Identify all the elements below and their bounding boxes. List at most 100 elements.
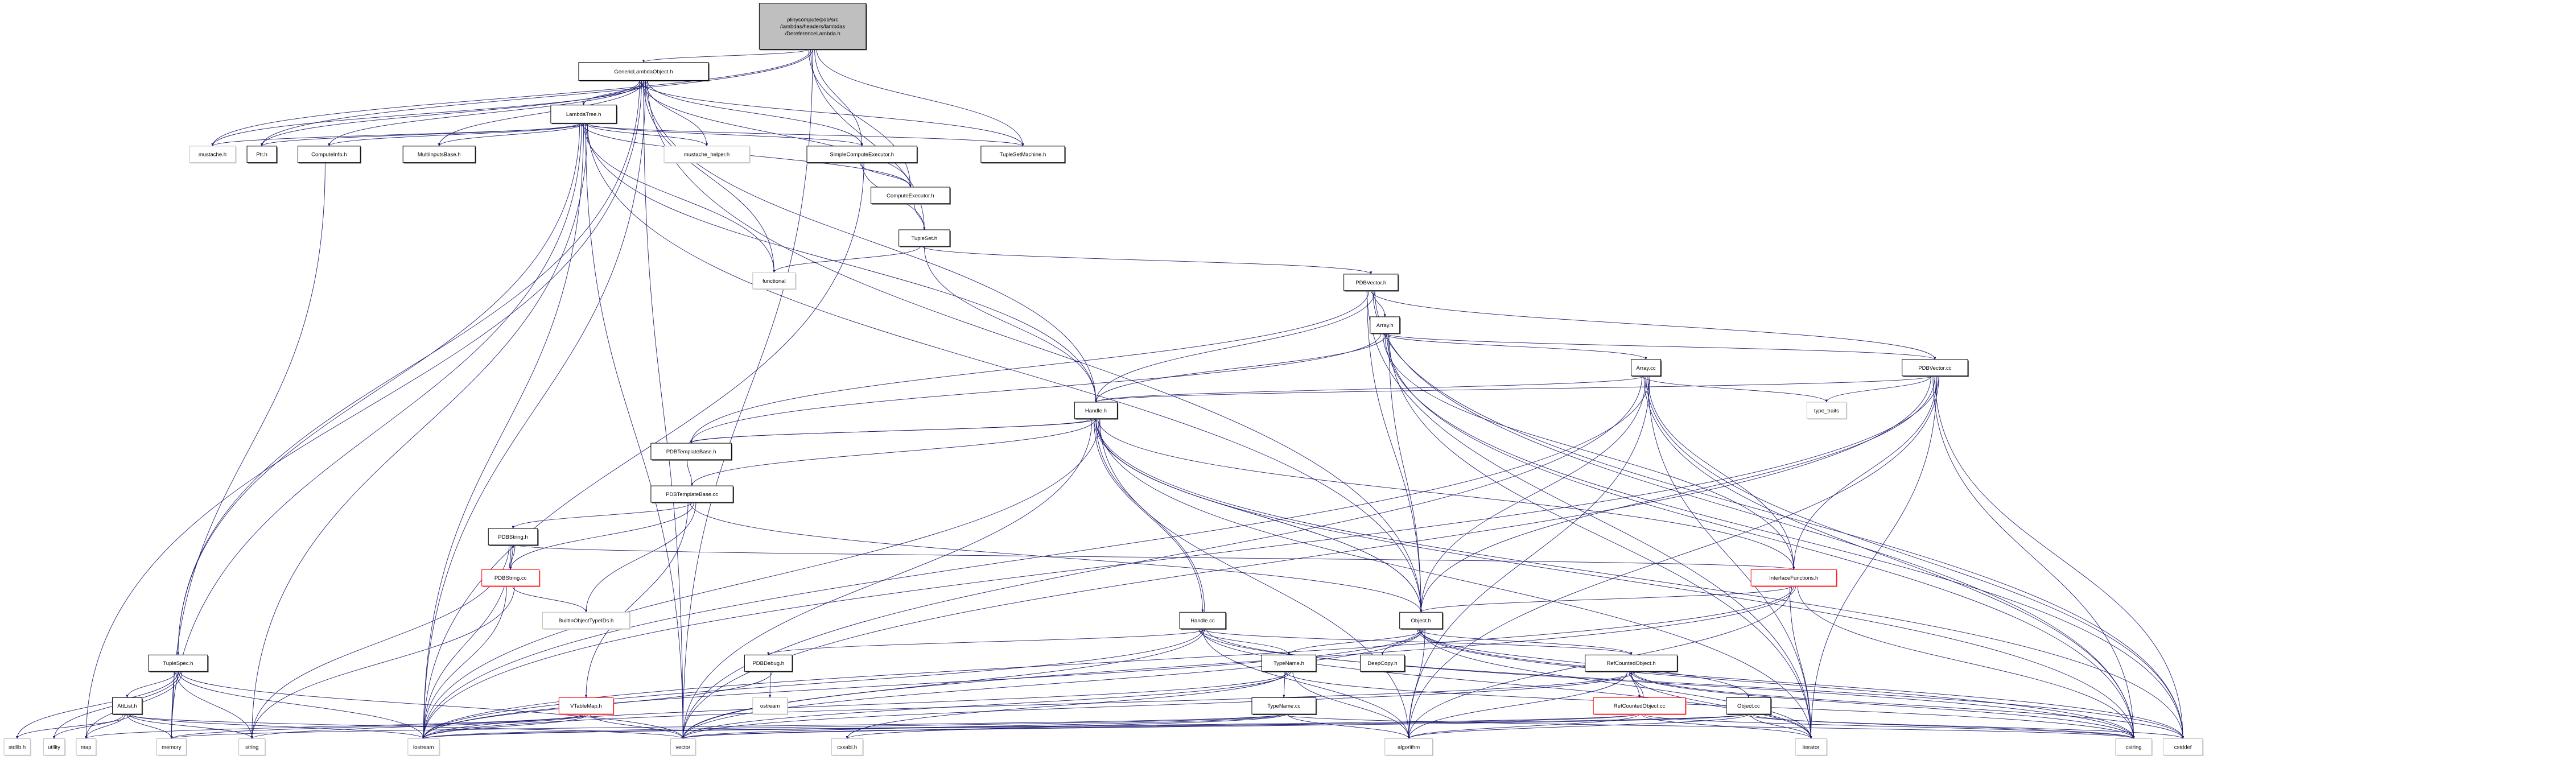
- node-label: TupleSetMachine.h: [1000, 152, 1046, 158]
- node-label: iterator: [1803, 744, 1820, 750]
- node-label: PDBVector.h: [1355, 280, 1386, 286]
- node-box: [1726, 697, 1771, 714]
- edge-lambdatree-to-multiinputsbase: [438, 123, 584, 147]
- node-handlecc[interactable]: Handle.cc: [1179, 612, 1227, 630]
- edge-handlecc-to-iterator: [1200, 629, 1812, 740]
- edge-genericlambdaobject-to-simplecomputeexecutor: [647, 80, 863, 147]
- node-objecth[interactable]: Object.h: [1399, 612, 1444, 630]
- edge-lambdatree-to-tuplespec: [176, 123, 580, 655]
- node-pdbstringcc[interactable]: PDBString.cc: [481, 569, 541, 587]
- node-box: [1806, 402, 1847, 419]
- node-box: [3, 738, 31, 755]
- node-genericlambdaobject[interactable]: GenericLambdaObject.h: [578, 62, 710, 82]
- edge-arraycc-to-cstring: [1643, 375, 2135, 740]
- node-arrayh[interactable]: Array.h: [1370, 316, 1401, 334]
- edge-pdbvectorcc-to-algorithm: [1407, 375, 1939, 740]
- edge-computeinfo-to-memory: [170, 162, 325, 740]
- node-refcountedobjectcc[interactable]: RefCountedObject.cc: [1593, 697, 1687, 715]
- node-box: [1902, 359, 1968, 377]
- node-mustache: mustache.h: [189, 146, 237, 164]
- node-label: SimpleComputeExecutor.h: [830, 152, 894, 158]
- edge-objectcc-to-cstddef: [1744, 713, 2185, 740]
- node-tupleset[interactable]: TupleSet.h: [898, 229, 951, 247]
- node-objectcc[interactable]: Object.cc: [1726, 697, 1772, 715]
- node-computeinfo[interactable]: ComputeInfo.h: [298, 146, 361, 164]
- node-multiinputsbase[interactable]: MultiInputsBase.h: [402, 146, 476, 164]
- node-root[interactable]: plinycompute/pdb/src/lambdas/headers/lam…: [759, 3, 867, 51]
- node-interfacefunctions[interactable]: InterfaceFunctions.h: [1750, 569, 1837, 587]
- node-pdbdebug[interactable]: PDBDebug.h: [744, 654, 793, 672]
- edge-arraycc-to-iostream: [422, 375, 1650, 740]
- node-tuplesetmachine[interactable]: TupleSetMachine.h: [980, 146, 1066, 164]
- node-typenameh[interactable]: TypeName.h: [1261, 654, 1317, 672]
- node-lambdatree[interactable]: LambdaTree.h: [550, 105, 618, 125]
- node-box: [148, 654, 208, 672]
- edge-genericlambdaobject-to-handleh: [645, 80, 1097, 403]
- edge-pdbtemplatebaseh-to-pdbtemplatebasecc: [687, 459, 694, 486]
- edge-pdbvectorh-to-arrayh: [1373, 290, 1386, 317]
- node-label: BuiltInObjectTypeIDs.h: [559, 618, 614, 624]
- edge-attlist-to-map: [85, 714, 126, 740]
- node-box: [1593, 697, 1686, 714]
- edge-typenameh-to-cxxabi: [846, 671, 1287, 740]
- edge-objecth-to-cstring: [1416, 629, 2135, 740]
- node-box: [759, 3, 867, 50]
- edge-lambdatree-to-memory: [170, 123, 582, 740]
- node-ptr[interactable]: Ptr.h: [246, 146, 278, 164]
- node-box: [488, 528, 538, 546]
- edge-pdbvectorh-to-pdbtemplatebaseh: [690, 290, 1370, 444]
- edge-vtablemap-to-map: [85, 713, 584, 740]
- edge-genericlambdaobject-to-computeinfo: [328, 80, 642, 147]
- edge-objecth-to-handleh: [1094, 418, 1421, 613]
- edge-lambdatree-to-objecth: [587, 123, 1423, 613]
- node-box: [752, 697, 788, 714]
- edge-genericlambdaobject-to-ptr: [261, 80, 640, 147]
- edge-genericlambdaobject-to-mustache: [211, 80, 648, 147]
- edge-pdbstringcc-to-iostream: [422, 586, 507, 740]
- node-label: algorithm: [1398, 744, 1420, 750]
- edge-lambdatree-to-mustache-helper: [585, 123, 708, 147]
- node-label: plinycompute/pdb/src: [787, 17, 838, 23]
- node-label: utility: [48, 744, 60, 750]
- edge-typenameh-to-cstring: [1284, 671, 2135, 740]
- node-computeexecutor[interactable]: ComputeExecutor.h: [871, 187, 951, 205]
- edge-arraycc-to-type-traits: [1642, 375, 1828, 403]
- node-pdbtemplatebasecc[interactable]: PDBTemplateBase.cc: [650, 485, 734, 503]
- node-deepcopy[interactable]: DeepCopy.h: [1359, 654, 1406, 672]
- node-vtablemap[interactable]: VTableMap.h: [558, 697, 615, 715]
- node-tuplespec[interactable]: TupleSpec.h: [148, 654, 209, 672]
- node-arraycc[interactable]: Array.cc: [1631, 359, 1662, 377]
- edge-genericlambdaobject-to-map: [85, 80, 642, 740]
- node-label: iostream: [413, 744, 434, 750]
- node-pdbtemplatebaseh[interactable]: PDBTemplateBase.h: [650, 443, 733, 461]
- node-box: [2115, 738, 2152, 755]
- edge-pdbtemplatebasecc-to-handleh: [691, 418, 1097, 486]
- node-simplecomputeexecutor[interactable]: SimpleComputeExecutor.h: [806, 146, 918, 164]
- edge-objecth-to-cstddef: [1419, 629, 2185, 740]
- edge-pdbstringcc-to-builtinobjecttypeids: [512, 586, 587, 613]
- edge-typenameh-to-typenamecc: [1283, 671, 1285, 698]
- edge-arraycc-to-objecth: [1420, 375, 1646, 613]
- edge-arraycc-to-handleh: [1095, 375, 1644, 403]
- edge-handlecc-to-typenameh: [1198, 629, 1290, 655]
- edge-lambdatree-to-iostream: [422, 123, 584, 740]
- node-label: ComputeInfo.h: [311, 152, 347, 158]
- node-typenamecc[interactable]: TypeName.cc: [1251, 697, 1317, 715]
- edge-typenameh-to-iostream: [422, 671, 1289, 740]
- edge-typenamecc-to-memory: [170, 713, 1283, 740]
- node-utility: utility: [43, 738, 66, 757]
- node-handleh[interactable]: Handle.h: [1074, 402, 1119, 420]
- node-box: [1074, 402, 1118, 419]
- node-pdbvectorcc[interactable]: PDBVector.cc: [1902, 359, 1969, 377]
- edge-refcountedobjecth-to-iostream: [422, 671, 1634, 740]
- node-refcountedobjecth[interactable]: RefCountedObject.h: [1585, 654, 1679, 672]
- edge-pdbtemplatebasecc-to-vtablemap: [584, 502, 689, 698]
- node-pdbvectorh[interactable]: PDBVector.h: [1343, 274, 1399, 292]
- node-pdbstringh[interactable]: PDBString.h: [488, 528, 539, 546]
- node-box: [1795, 738, 1827, 755]
- node-attlist[interactable]: AttList.h: [112, 697, 143, 715]
- node-box: [1261, 654, 1317, 672]
- edge-arrayh-to-pdbtemplatebaseh: [690, 333, 1382, 444]
- node-vector: vector: [670, 738, 696, 757]
- node-iterator: iterator: [1795, 738, 1828, 757]
